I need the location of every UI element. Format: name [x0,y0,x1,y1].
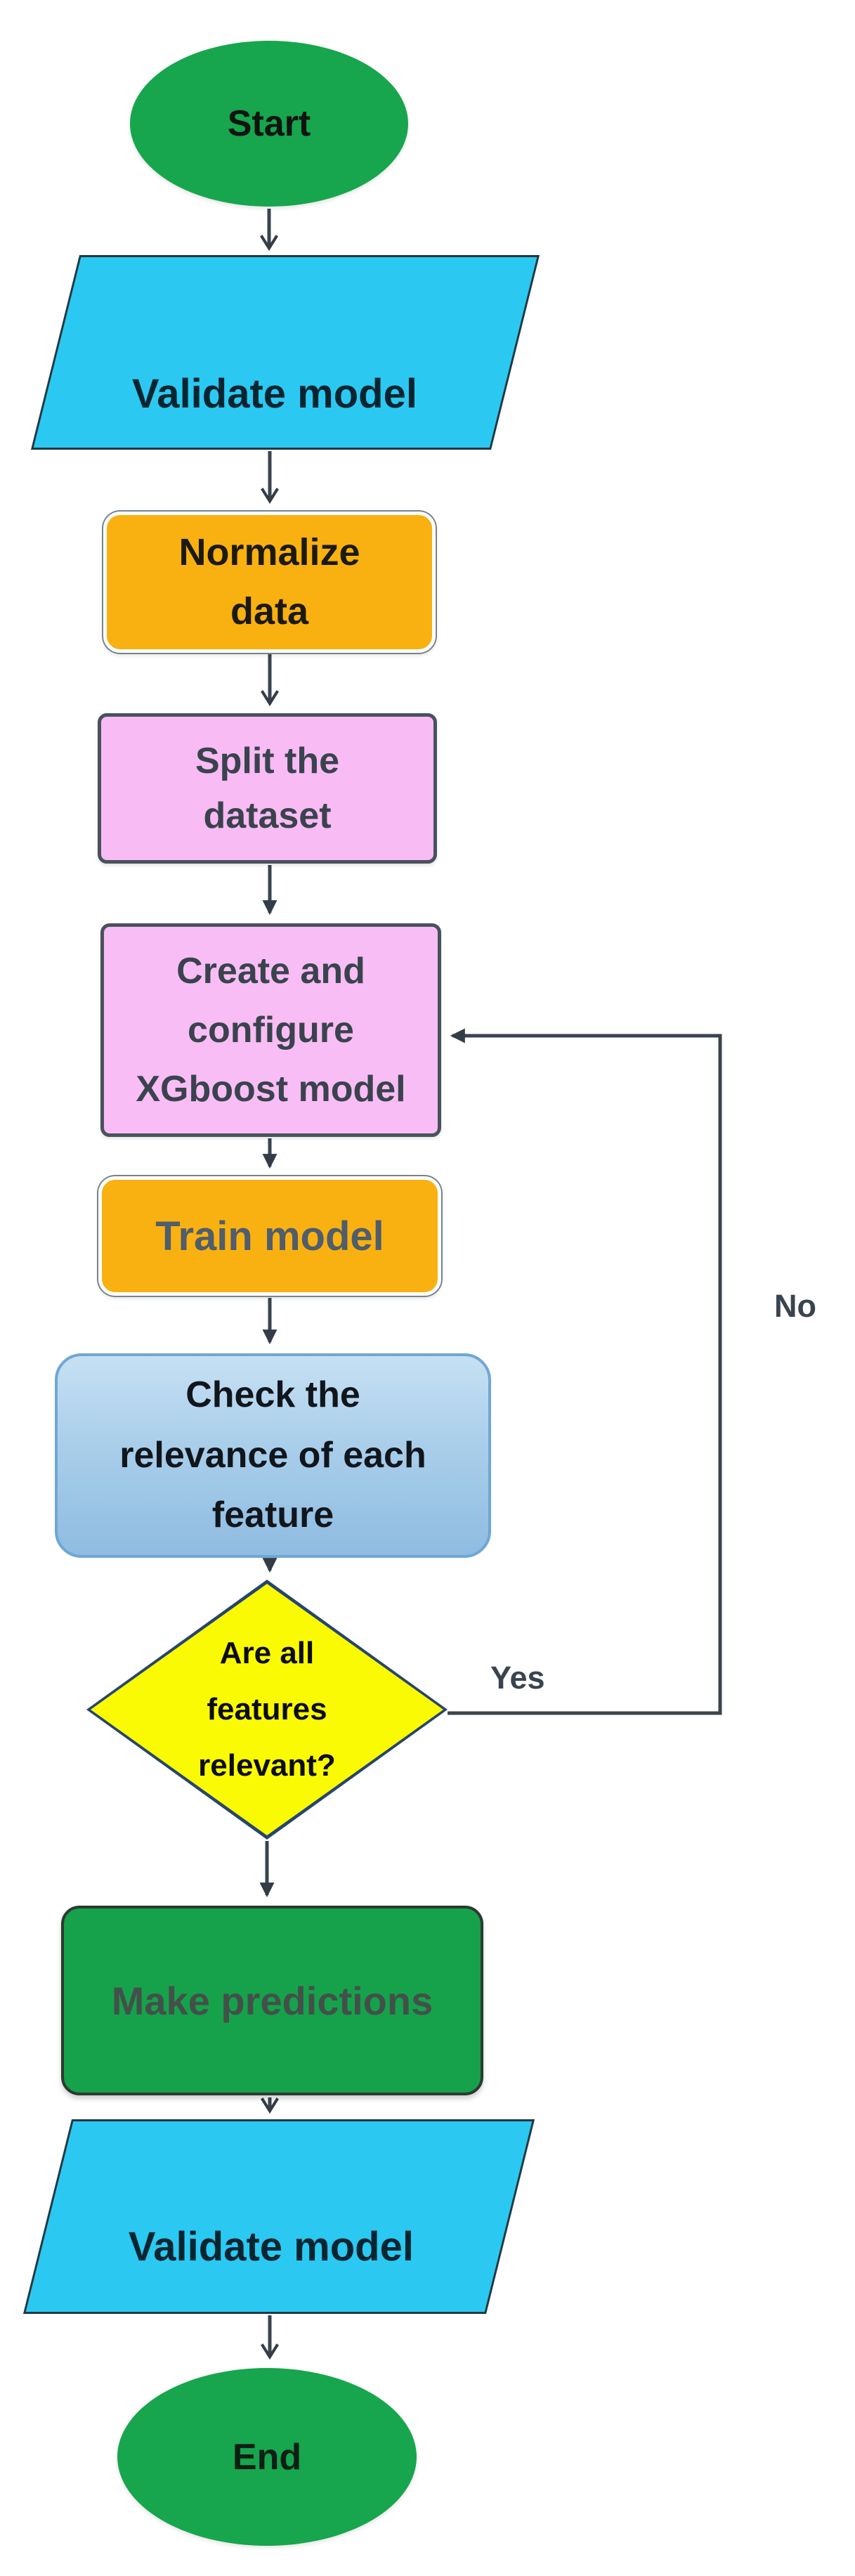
normalize-data-process: Normalize data [103,512,436,653]
features-relevant-label: Are all features relevant? [198,1635,336,1783]
validate-model-bottom-parallelogram: Validate model [23,2119,535,2314]
validate-model-bottom-label: Validate model [129,2224,415,2270]
end-terminator: End [117,2368,417,2546]
split-dataset-label: Split the dataset [195,741,340,836]
validate-model-top-label: Validate model [132,371,418,417]
make-predictions-process: Make predictions [61,1906,483,2095]
start-label: Start [227,103,311,144]
check-relevance-label: Check the relevance of each feature [119,1374,426,1536]
features-relevant-decision: Are all features relevant? [86,1580,448,1840]
start-terminator: Start [130,41,408,207]
configure-xgboost-label: Create and configure XGboost model [136,950,406,1110]
train-model-label: Train model [155,1213,384,1259]
configure-xgboost-process: Create and configure XGboost model [100,923,441,1137]
normalize-data-label: Normalize data [178,531,360,632]
make-predictions-label: Make predictions [111,1978,433,2023]
validate-model-top-parallelogram: Validate model [31,255,540,450]
check-relevance-process: Check the relevance of each feature [55,1353,491,1558]
split-dataset-process: Split the dataset [98,713,437,864]
no-edge-label: No [774,1288,816,1324]
yes-edge-label: Yes [490,1660,545,1696]
end-label: End [232,2436,302,2478]
train-model-process: Train model [98,1176,441,1296]
features-relevant-decision-fill: Are all features relevant? [91,1584,443,1835]
